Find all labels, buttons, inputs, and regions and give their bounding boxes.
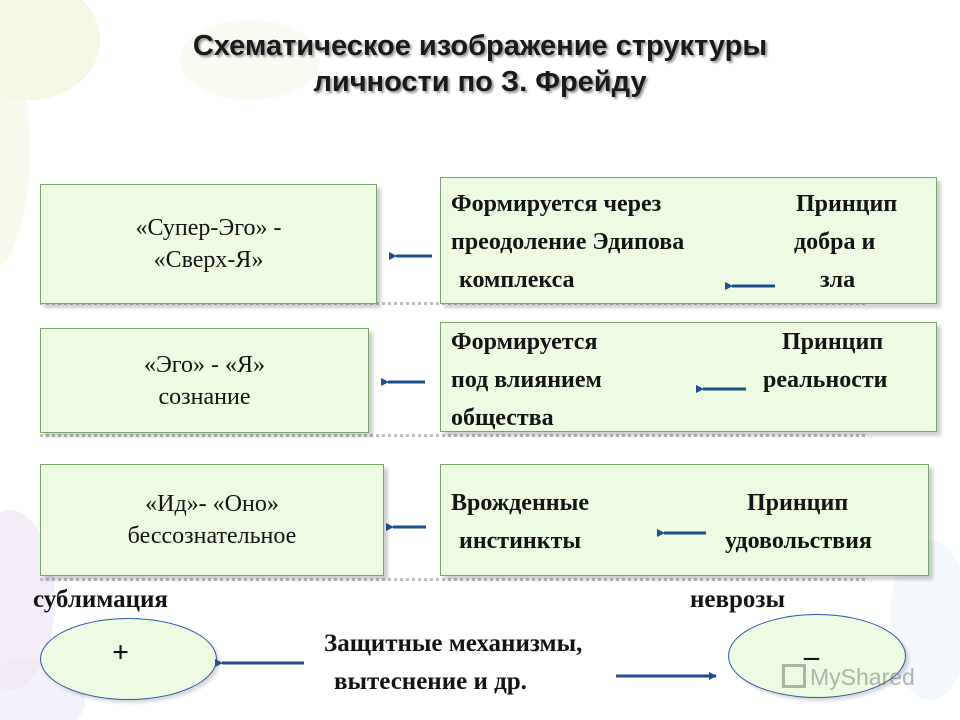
page-title: Схематическое изображение структуры личн… bbox=[60, 28, 900, 100]
superego-origin-line-1: Формируется через bbox=[451, 191, 662, 217]
superego-principle-line-2: добра и bbox=[794, 229, 876, 255]
negative-ellipse bbox=[728, 614, 906, 698]
plus-sign: + bbox=[112, 636, 130, 669]
id-origin-line-2: инстинкты bbox=[459, 528, 582, 554]
superego-origin-box: Формируется через преодоление Эдипова ко… bbox=[440, 177, 937, 304]
id-principle-line-2: удовольствия bbox=[725, 528, 872, 554]
sublimation-label: сублимация bbox=[33, 586, 168, 613]
row-separator bbox=[40, 434, 865, 437]
ego-box: «Эго» - «Я» сознание bbox=[40, 328, 369, 433]
id-line-1: «Ид»- «Оно» bbox=[145, 491, 279, 517]
superego-line-1: «Супер-Эго» - bbox=[135, 215, 282, 241]
ego-origin-box: Формируется под влиянием общества Принци… bbox=[440, 322, 937, 432]
minus-sign: _ bbox=[804, 630, 819, 663]
id-box: «Ид»- «Оно» бессознательное bbox=[40, 464, 384, 576]
superego-principle-line-1: Принцип bbox=[796, 191, 898, 217]
watermark-text: MyShared bbox=[810, 664, 915, 690]
ego-origin-line-3: общества bbox=[451, 405, 554, 431]
id-principle-line-1: Принцип bbox=[747, 490, 849, 516]
ego-principle-line-1: Принцип bbox=[782, 329, 884, 355]
superego-principle-line-3: зла bbox=[820, 267, 856, 293]
ego-origin-line-2: под влиянием bbox=[451, 367, 602, 393]
defense-mechanisms-line-1: Защитные механизмы, bbox=[324, 630, 583, 657]
id-line-2: бессознательное bbox=[127, 523, 297, 549]
title-line-2: личности по З. Фрейду bbox=[313, 66, 647, 98]
ego-line-2: сознание bbox=[158, 383, 251, 410]
superego-origin-line-2: преодоление Эдипова bbox=[451, 229, 685, 255]
defense-mechanisms-line-2: вытеснение и др. bbox=[334, 668, 527, 695]
row-separator bbox=[40, 578, 865, 581]
neuroses-label: неврозы bbox=[690, 586, 785, 613]
positive-ellipse bbox=[40, 618, 217, 700]
superego-origin-line-3: комплекса bbox=[459, 267, 575, 293]
superego-line-2: «Сверх-Я» bbox=[153, 247, 264, 273]
id-origin-box: Врожденные инстинкты Принцип удовольстви… bbox=[440, 464, 929, 576]
superego-box: «Супер-Эго» - «Сверх-Я» bbox=[40, 184, 377, 304]
title-line-1: Схематическое изображение структуры bbox=[192, 30, 768, 62]
watermark-logo-icon bbox=[782, 664, 806, 688]
ego-origin-line-1: Формируется bbox=[451, 329, 598, 355]
id-origin-line-1: Врожденные bbox=[451, 490, 589, 516]
ego-line-1: «Эго» - «Я» bbox=[143, 351, 266, 378]
watermark: MyShared bbox=[782, 664, 915, 691]
ego-principle-line-2: реальности bbox=[763, 367, 888, 393]
